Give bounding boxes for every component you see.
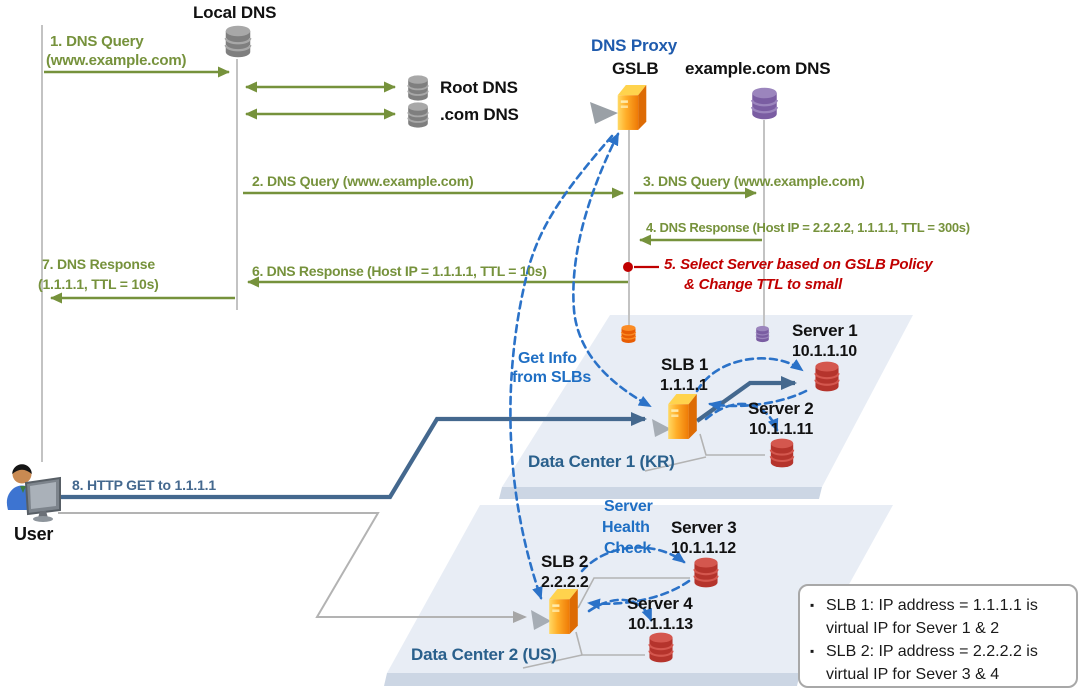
slb1-server-icon: [668, 394, 697, 439]
msg-7-line2: (1.1.1.1, TTL = 10s): [38, 276, 159, 292]
local-dns-database-icon: [225, 25, 251, 58]
server3-ip: 10.1.1.12: [671, 540, 736, 557]
gslb-endpoint-cylinder-icon: [621, 325, 636, 343]
server1-database-icon: [815, 361, 839, 392]
health-check-line2: Health: [602, 519, 650, 536]
server4-database-icon: [649, 632, 673, 663]
data-center-1-label: Data Center 1 (KR): [528, 452, 675, 471]
local-dns-label: Local DNS: [193, 3, 277, 22]
gslb-server-icon: [617, 85, 647, 130]
user-to-slb2-path: [58, 512, 527, 623]
dc2-server3-cable: [577, 577, 690, 609]
slb2-ip: 2.2.2.2: [541, 574, 589, 591]
example-dns-database-icon: [752, 87, 777, 120]
server2-database-icon: [770, 438, 794, 468]
gslb-slb1-info-curve: [572, 132, 652, 408]
slb2-name: SLB 2: [541, 552, 589, 571]
slb1-shadow-flag: [652, 419, 671, 437]
dc1-cable-tail: [644, 456, 707, 472]
gslb-shadow-flag: [590, 102, 618, 124]
data-center-2-plate: [384, 505, 893, 686]
example-dns-label: example.com DNS: [685, 59, 831, 78]
get-info-line1: Get Info: [518, 350, 577, 367]
dc2-cable-tail: [522, 654, 583, 669]
legend-item2-line2: virtual IP for Sever 3 & 4: [826, 666, 1000, 683]
health-check-line1: Server: [604, 498, 653, 515]
slb2-server4-healthcheck: [587, 598, 653, 622]
gslb-slb2-info-curve: [509, 134, 614, 600]
dns-proxy-label: DNS Proxy: [591, 36, 678, 55]
msg-5-line1: 5. Select Server based on GSLB Policy: [664, 256, 933, 273]
msg-4: 4. DNS Response (Host IP = 2.2.2.2, 1.1.…: [646, 220, 970, 235]
step-5-dot: [623, 262, 633, 272]
msg-7-line1: 7. DNS Response: [42, 256, 155, 272]
server1-slb1-healthcheck: [708, 389, 808, 412]
slb1-ip: 1.1.1.1: [660, 377, 708, 394]
legend-item1-line2: virtual IP for Sever 1 & 2: [826, 620, 1000, 637]
get-info-line2: from SLBs: [512, 369, 592, 386]
server1-name: Server 1: [792, 321, 858, 340]
root-dns-database-icon: [408, 75, 428, 101]
msg-3: 3. DNS Query (www.example.com): [643, 173, 865, 189]
com-dns-database-icon: [408, 102, 428, 128]
slb2-shadow-flag: [531, 610, 551, 630]
example-dns-endpoint-cylinder-icon: [756, 325, 769, 343]
legend-bullet: ▪: [810, 598, 815, 612]
server4-ip: 10.1.1.13: [628, 616, 693, 633]
http-get-path: [58, 412, 647, 500]
server4-name: Server 4: [627, 594, 693, 613]
slb1-server2-healthcheck: [704, 402, 779, 432]
slb2-server3-healthcheck: [580, 546, 686, 573]
msg-1-line1: 1. DNS Query: [50, 33, 144, 50]
msg-1-line2: (www.example.com): [46, 52, 187, 69]
user-label: User: [14, 524, 54, 544]
legend-item: ▪ SLB 2: IP address = 2.2.2.2 is virtual…: [810, 640, 1066, 686]
server2-name: Server 2: [748, 399, 814, 418]
server3-slb2-healthcheck: [587, 579, 691, 610]
root-dns-label: Root DNS: [440, 78, 518, 97]
legend-item1-line1: SLB 1: IP address = 1.1.1.1 is: [826, 597, 1038, 614]
data-center-1-plate: [499, 315, 913, 499]
server1-ip: 10.1.1.10: [792, 343, 857, 360]
server3-name: Server 3: [671, 518, 737, 537]
msg-8: 8. HTTP GET to 1.1.1.1: [72, 477, 216, 493]
msg-2: 2. DNS Query (www.example.com): [252, 173, 474, 189]
dc1-server2-cable: [699, 433, 765, 456]
slb1-server1-healthcheck: [695, 357, 804, 393]
legend-item: ▪ SLB 1: IP address = 1.1.1.1 is virtual…: [810, 594, 1066, 640]
legend-box: ▪ SLB 1: IP address = 1.1.1.1 is virtual…: [798, 584, 1078, 688]
server2-ip: 10.1.1.11: [749, 421, 814, 438]
legend-bullet: ▪: [810, 644, 815, 658]
msg-5-line2: & Change TTL to small: [684, 276, 843, 293]
data-center-2-label: Data Center 2 (US): [411, 645, 557, 664]
server3-database-icon: [694, 557, 718, 588]
com-dns-label: .com DNS: [440, 105, 519, 124]
slb2-server-icon: [549, 589, 578, 634]
user-icon: [6, 464, 61, 522]
slb1-name: SLB 1: [661, 355, 709, 374]
msg-6: 6. DNS Response (Host IP = 1.1.1.1, TTL …: [252, 263, 547, 279]
legend-item2-line1: SLB 2: IP address = 2.2.2.2 is: [826, 643, 1038, 660]
health-check-line3: Check: [604, 540, 652, 557]
gslb-label: GSLB: [612, 59, 659, 78]
